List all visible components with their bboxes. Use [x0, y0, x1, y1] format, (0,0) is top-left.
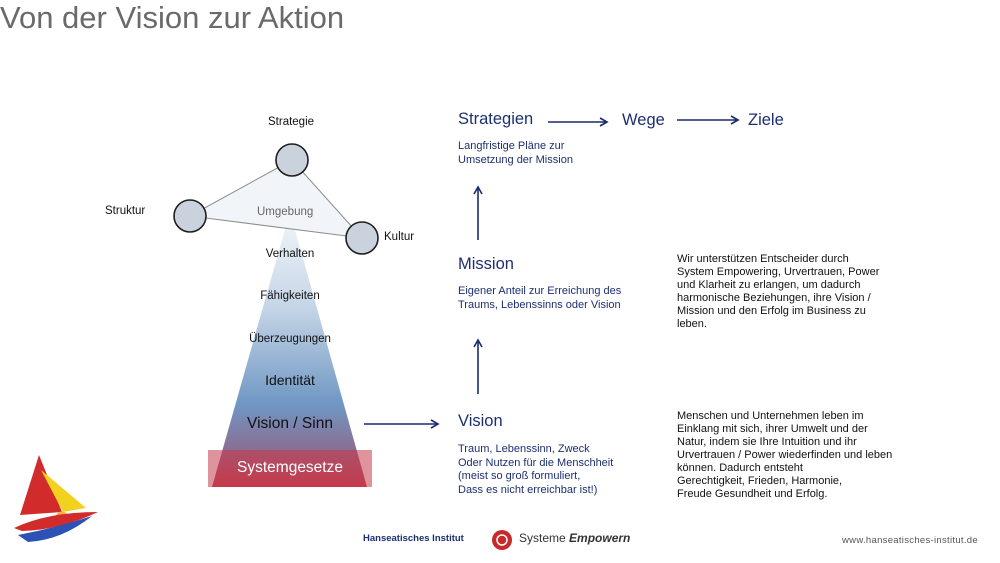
desc-strategien: Langfristige Pläne zur Umsetzung der Mis…: [458, 140, 573, 167]
desc-mission: Eigener Anteil zur Erreichung des Traums…: [458, 285, 621, 312]
heading-wege: Wege: [622, 111, 665, 129]
level-faehigkeiten: Fähigkeiten: [260, 290, 320, 302]
logo-wave-blue: [18, 516, 92, 542]
level-vision-sinn: Vision / Sinn: [247, 415, 333, 432]
desc-vision: Traum, Lebenssinn, Zweck Oder Nutzen für…: [458, 443, 613, 497]
mission-statement: Wir unterstützen Entscheider durch Syste…: [677, 253, 879, 331]
desc-line: (meist so groß formuliert,: [458, 470, 581, 482]
footer-url: www.hanseatisches-institut.de: [842, 535, 978, 546]
heading-strategien: Strategien: [458, 110, 534, 128]
desc-line: Eigener Anteil zur Erreichung des: [458, 285, 622, 297]
vision-statement: Menschen und Unternehmen leben im Einkla…: [677, 410, 892, 501]
node-kultur: [345, 221, 379, 255]
desc-line: Umsetzung der Mission: [458, 153, 573, 166]
pyramid-base-band: [208, 450, 372, 487]
statement-line: Mission und den Erfolg im Business zu: [677, 305, 866, 317]
heading-mission: Mission: [458, 255, 514, 273]
statement-line: harmonische Beziehungen, ihre Vision /: [677, 292, 871, 304]
desc-line: Dass es nicht erreichbar ist!): [458, 483, 598, 496]
pyramid-shape: [212, 212, 367, 487]
statement-line: und Klarheit zu erlangen, um dadurch: [677, 279, 861, 291]
footer-institute: Hanseatisches Institut: [363, 533, 464, 544]
statement-line: System Empowering, Urvertrauen, Power: [677, 266, 880, 278]
statement-line: leben.: [677, 318, 707, 330]
footer-brand: Systeme Empowern: [519, 531, 630, 545]
heading-ziele: Ziele: [748, 111, 784, 129]
label-strategie: Strategie: [268, 116, 315, 128]
statement-line: Natur, indem sie Ihre Intuition und ihr: [677, 436, 857, 448]
node-struktur: [173, 199, 207, 233]
sailboat-logo: [14, 455, 98, 542]
node-strategie: [275, 143, 309, 177]
desc-line: Langfristige Pläne zur: [458, 140, 565, 152]
label-kultur: Kultur: [384, 231, 415, 243]
logo-yellow-sail: [41, 470, 86, 512]
level-systemgesetze: Systemgesetze: [237, 459, 343, 476]
brand-emblem: [492, 530, 512, 550]
desc-line: Oder Nutzen für die Menschheit: [458, 456, 614, 469]
logo-wave-red: [14, 512, 98, 531]
desc-line: Traum, Lebenssinn, Zweck: [458, 443, 590, 455]
level-identitaet: Identität: [265, 372, 315, 388]
brand-emph: Empowern: [569, 531, 631, 545]
statement-line: Freude Gesundheit und Erfolg.: [677, 488, 828, 500]
statement-line: Menschen und Unternehmen leben im: [677, 410, 864, 422]
statement-line: Urvertrauen / Power wiederfinden und leb…: [677, 449, 893, 461]
page-title: Von der Vision zur Aktion: [0, 0, 345, 35]
brand-prefix: Systeme: [519, 531, 566, 545]
level-verhalten: Verhalten: [265, 248, 315, 260]
label-umgebung: Umgebung: [257, 206, 314, 218]
logo-red-sail: [20, 455, 62, 515]
environment-triangle: [188, 159, 364, 239]
label-struktur: Struktur: [105, 205, 146, 217]
level-ueberzeugungen: Überzeugungen: [249, 333, 331, 345]
desc-line: Traums, Lebenssinns oder Vision: [458, 298, 621, 311]
statement-line: Einklang mit sich, ihrer Umwelt und der: [677, 423, 868, 435]
statement-line: Wir unterstützen Entscheider durch: [677, 253, 849, 265]
statement-line: können. Dadurch entsteht: [677, 462, 803, 474]
heading-vision: Vision: [458, 412, 503, 430]
statement-line: Gerechtigkeit, Frieden, Harmonie,: [677, 475, 843, 487]
